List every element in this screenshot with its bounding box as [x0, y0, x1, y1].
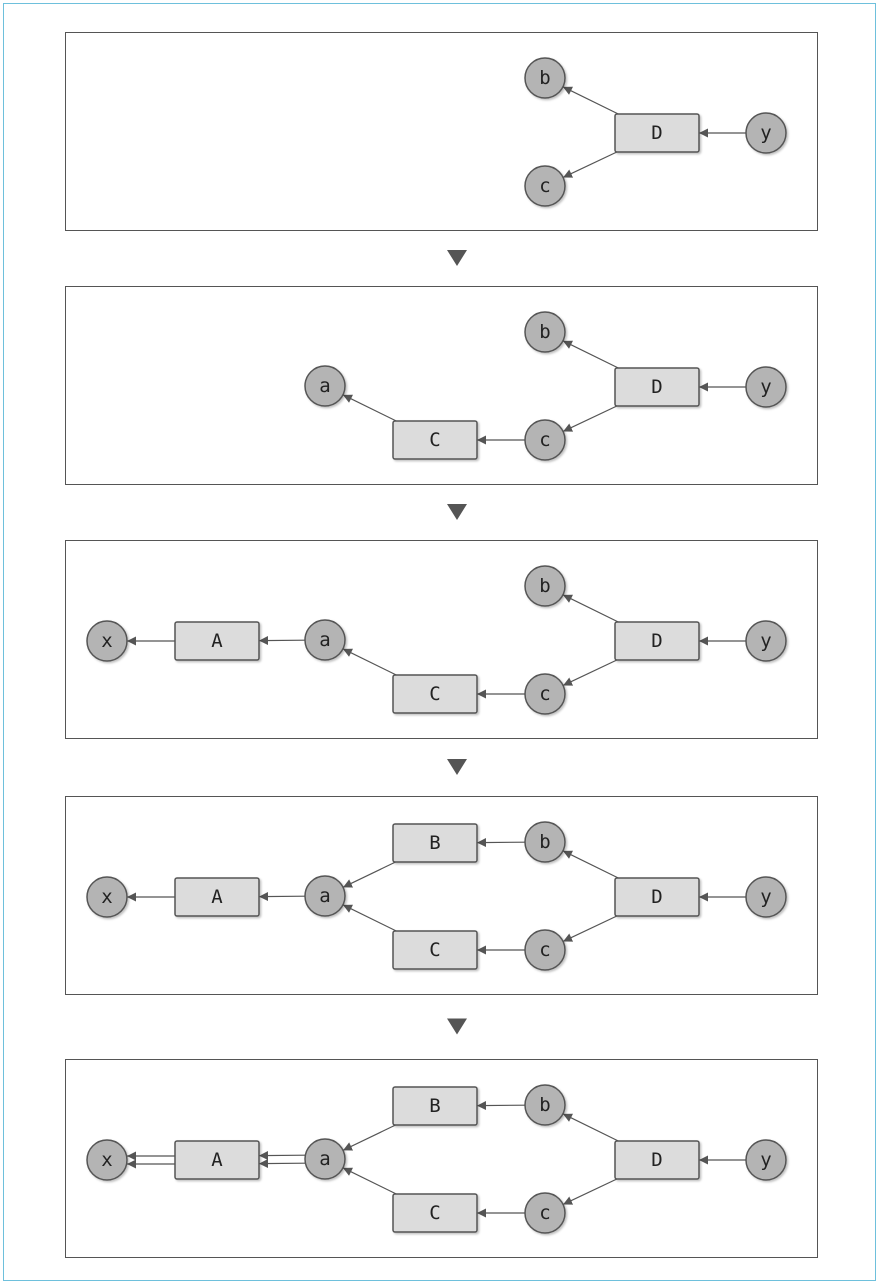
- node-label: D: [651, 376, 662, 398]
- node-label: C: [429, 429, 440, 451]
- node-c-variable: c: [524, 165, 566, 207]
- node-label: A: [211, 886, 223, 908]
- edge-C-to-a: [342, 394, 397, 422]
- node-c-variable: c: [524, 1192, 566, 1234]
- edge-D-to-c: [562, 1178, 618, 1205]
- node-c-variable: c: [524, 673, 566, 715]
- node-label: b: [539, 67, 550, 89]
- node-B-operation: B: [392, 1086, 478, 1126]
- node-A-operation: A: [174, 621, 260, 661]
- step-down-arrow-icon: [447, 1018, 467, 1035]
- edge-D-to-b: [562, 594, 619, 623]
- node-label: C: [429, 939, 440, 961]
- node-c-variable: c: [524, 419, 566, 461]
- node-label: y: [760, 376, 771, 398]
- node-label: D: [651, 886, 662, 908]
- node-label: b: [539, 831, 550, 853]
- edge-D-to-b: [562, 1113, 619, 1142]
- panel-border: [65, 32, 818, 231]
- node-label: A: [211, 630, 223, 652]
- node-label: D: [651, 1149, 662, 1171]
- node-A-operation: A: [174, 877, 260, 917]
- edge-D-to-b: [562, 340, 619, 369]
- edge-B-to-a: [342, 861, 396, 888]
- edge-D-to-c: [562, 915, 618, 942]
- node-A-operation: A: [174, 1140, 260, 1180]
- node-label: y: [760, 886, 771, 908]
- node-label: c: [539, 683, 550, 705]
- node-D-operation: D: [614, 877, 700, 917]
- step-down-arrow-icon: [447, 250, 467, 266]
- edge-C-to-a: [342, 904, 397, 932]
- node-c-variable: c: [524, 929, 566, 971]
- node-label: x: [101, 886, 112, 908]
- node-label: y: [760, 122, 771, 144]
- node-y-variable: y: [745, 366, 787, 408]
- node-B-operation: B: [392, 823, 478, 863]
- edge-D-to-c: [562, 151, 618, 178]
- edge-D-to-c: [562, 405, 618, 432]
- node-label: B: [429, 832, 440, 854]
- node-label: c: [539, 175, 550, 197]
- node-label: A: [211, 1149, 223, 1171]
- node-b-variable: b: [524, 821, 566, 863]
- node-C-operation: C: [392, 930, 478, 970]
- node-b-variable: b: [524, 1084, 566, 1126]
- edge-D-to-b: [562, 850, 619, 879]
- node-b-variable: b: [524, 57, 566, 99]
- node-label: B: [429, 1095, 440, 1117]
- node-label: x: [101, 630, 112, 652]
- node-y-variable: y: [745, 876, 787, 918]
- edge-C-to-a: [342, 1167, 397, 1195]
- node-x-variable: x: [86, 620, 128, 662]
- node-D-operation: D: [614, 113, 700, 153]
- node-label: y: [760, 630, 771, 652]
- node-D-operation: D: [614, 367, 700, 407]
- node-label: C: [429, 1202, 440, 1224]
- node-y-variable: y: [745, 112, 787, 154]
- edge-C-to-a: [342, 648, 397, 676]
- node-b-variable: b: [524, 565, 566, 607]
- node-D-operation: D: [614, 1140, 700, 1180]
- node-label: c: [539, 1202, 550, 1224]
- node-x-variable: x: [86, 1139, 128, 1181]
- node-y-variable: y: [745, 1139, 787, 1181]
- edge-D-to-b: [562, 86, 619, 115]
- node-C-operation: C: [392, 420, 478, 460]
- node-label: a: [319, 375, 330, 397]
- node-label: a: [319, 1148, 330, 1170]
- node-label: D: [651, 122, 662, 144]
- node-label: a: [319, 885, 330, 907]
- step-down-arrow-icon: [447, 504, 467, 520]
- step-down-arrow-icon: [447, 759, 467, 775]
- node-label: D: [651, 630, 662, 652]
- node-label: y: [760, 1149, 771, 1171]
- node-label: c: [539, 429, 550, 451]
- edge-B-to-a: [342, 1124, 396, 1151]
- node-a-variable: a: [304, 1138, 346, 1180]
- node-x-variable: x: [86, 876, 128, 918]
- node-label: c: [539, 939, 550, 961]
- node-label: C: [429, 683, 440, 705]
- node-a-variable: a: [304, 875, 346, 917]
- node-a-variable: a: [304, 619, 346, 661]
- edge-D-to-c: [562, 659, 618, 686]
- node-C-operation: C: [392, 1193, 478, 1233]
- figure-frame: [3, 3, 876, 1281]
- node-D-operation: D: [614, 621, 700, 661]
- node-label: b: [539, 321, 550, 343]
- node-label: a: [319, 629, 330, 651]
- node-a-variable: a: [304, 365, 346, 407]
- node-label: x: [101, 1149, 112, 1171]
- node-C-operation: C: [392, 674, 478, 714]
- node-label: b: [539, 575, 550, 597]
- node-y-variable: y: [745, 620, 787, 662]
- node-b-variable: b: [524, 311, 566, 353]
- node-label: b: [539, 1094, 550, 1116]
